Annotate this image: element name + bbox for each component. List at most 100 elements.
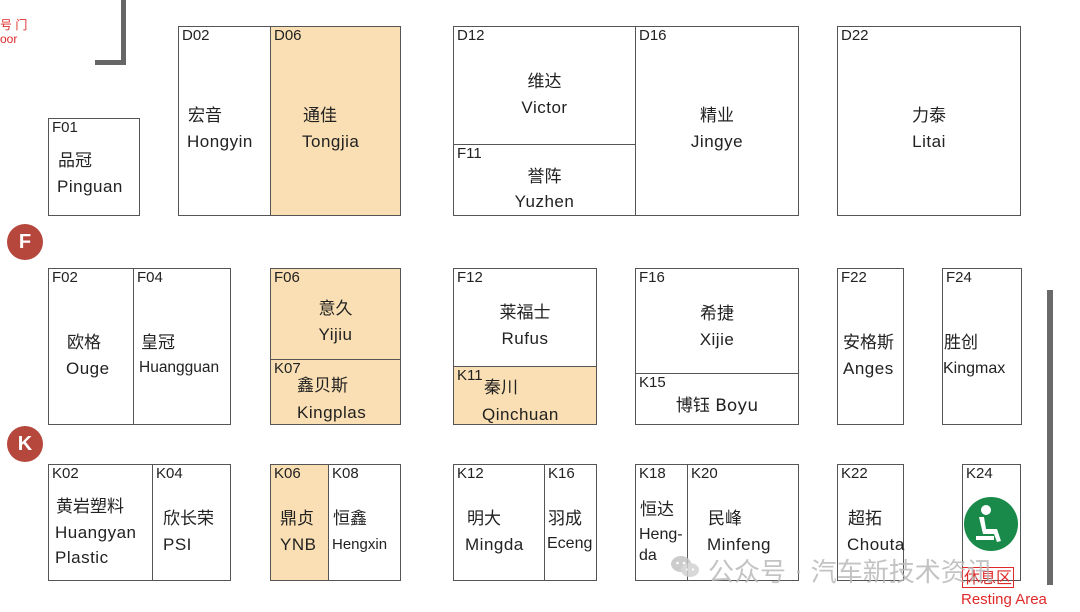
booth-D06[interactable]: D06 通佳 Tongjia [270,26,401,216]
booth-code: F04 [137,269,163,286]
wechat-icon [670,554,700,587]
booth-code: K22 [841,465,868,482]
booth-code: K20 [691,465,718,482]
booth-name-cn: 鑫贝斯 [297,376,348,396]
booth-name-en: Chouta [847,535,905,554]
booth-name-en: Xijie [699,330,735,349]
booth-name-en-line2: Plastic [55,548,109,567]
booth-name-cn: 意久 [318,299,353,319]
booth-F04[interactable]: F04 皇冠 Huangguan [133,268,231,425]
booth-code: K11 [457,367,483,384]
booth-name-cn: 鼎贞 [280,509,314,529]
booth-K15[interactable]: K15 博钰 Boyu [635,373,799,425]
booth-name-cn: 欧格 [67,333,101,353]
booth-D12[interactable]: D12 维达 Victor [453,26,636,145]
seat-icon [964,497,1018,551]
booth-F11[interactable]: F11 誉阵 Yuzhen [453,144,636,216]
booth-name-en: PSI [163,535,192,554]
booth-name-en: Yuzhen [514,192,575,211]
booth-K02[interactable]: K02 黄岩塑料 Huangyan Plastic [48,464,153,581]
booth-name-cn: 宏音 [188,106,222,126]
watermark: 公众号 · 汽车新技术资讯 [670,552,993,589]
booth-code: K02 [52,465,79,482]
booth-name-cn: 通佳 [303,106,337,126]
booth-name-cn: 黄岩塑料 [56,497,124,517]
booth-name-cn: 胜创 [944,333,978,353]
booth-name-cn: 恒鑫 [333,509,367,529]
booth-name-cn: 誉阵 [527,167,562,187]
booth-F12[interactable]: F12 莱福士 Rufus [453,268,597,367]
rest-area-label-cn: 休息区 [962,567,1015,588]
booth-code: K04 [156,465,183,482]
booth-K22[interactable]: K22 超拓 Chouta [837,464,904,581]
booth-name-cn: 秦川 [484,378,518,398]
booth-code: D02 [182,27,210,44]
booth-name-en: Litai [912,132,946,151]
booth-name-en: Pinguan [57,177,123,196]
booth-code: K16 [548,465,575,482]
booth-name-en: Jingye [690,132,744,151]
booth-name-en: Ouge [66,359,110,378]
booth-K11[interactable]: K11 秦川 Qinchuan [453,366,597,425]
booth-code: D12 [457,27,485,44]
door-wall-vertical [121,0,126,65]
watermark-text: 公众号 · 汽车新技术资讯 [708,558,993,588]
booth-name-en: Minfeng [707,535,771,554]
booth-code: F01 [52,119,78,136]
booth-K20[interactable]: K20 民峰 Minfeng [687,464,799,581]
booth-K18[interactable]: K18 恒达 Heng- da [635,464,688,581]
booth-name-cn: 恒达 [640,500,674,520]
booth-name-cn: 欣长荣 [163,509,214,529]
booth-name-cn: 维达 [527,72,562,92]
booth-code: F22 [841,269,867,286]
booth-K04[interactable]: K04 欣长荣 PSI [152,464,231,581]
booth-K12[interactable]: K12 明大 Mingda [453,464,545,581]
row-f-badge: F [7,224,43,260]
booth-F01[interactable]: F01 品冠 Pinguan [48,118,140,216]
booth-name-en: Kingplas [297,403,367,422]
booth-code: K06 [274,465,301,482]
booth-F24[interactable]: F24 胜创 Kingmax [942,268,1022,425]
booth-name-en: Hongyin [187,132,253,151]
right-wall [1047,290,1053,585]
booth-D02[interactable]: D02 宏音 Hongyin [178,26,271,216]
booth-code: K18 [639,465,666,482]
booth-F22[interactable]: F22 安格斯 Anges [837,268,904,425]
booth-name-en: YNB [280,535,317,554]
booth-code: K24 [966,465,993,482]
booth-code: F11 [457,145,482,162]
booth-name-cn: 明大 [467,509,501,529]
booth-code: K15 [639,374,666,391]
booth-F02[interactable]: F02 欧格 Ouge [48,268,134,425]
booth-name-en: Victor [521,98,568,117]
booth-code: K12 [457,465,484,482]
booth-name-cn: 羽成 [548,509,582,529]
booth-K08[interactable]: K08 恒鑫 Hengxin [328,464,401,581]
booth-code: D16 [639,27,667,44]
booth-code: F16 [639,269,665,286]
booth-D22[interactable]: D22 力泰 Litai [837,26,1021,216]
booth-name-en-line1: Heng- [639,526,683,543]
booth-name-cn: 皇冠 [141,333,175,353]
booth-F06[interactable]: F06 意久 Yijiu [270,268,401,360]
booth-name-cn: 精业 [700,106,734,126]
booth-name-en: Anges [843,359,894,378]
booth-name-en: Huangguan [139,359,220,376]
booth-name-cn: 力泰 [912,106,946,126]
booth-name-en: Kingmax [943,360,1006,377]
booth-name-en-line1: Huangyan [55,523,137,542]
booth-code: F02 [52,269,78,286]
booth-K06[interactable]: K06 鼎贞 YNB [270,464,329,581]
booth-D16[interactable]: D16 精业 Jingye [635,26,799,216]
booth-name-en: Eceng [547,535,593,552]
booth-name-cn: 超拓 [848,509,882,529]
booth-name-cn: 希捷 [700,304,734,324]
booth-F16[interactable]: F16 希捷 Xijie [635,268,799,374]
door-label-en: oor [0,32,18,46]
rest-area-label-en: Resting Area [961,591,1047,608]
booth-K16[interactable]: K16 羽成 Eceng [544,464,597,581]
booth-name-cn: 莱福士 [499,303,551,323]
booth-name-en: Tongjia [302,132,360,151]
booth-K07[interactable]: K07 鑫贝斯 Kingplas [270,359,401,425]
booth-code: D06 [274,27,302,44]
